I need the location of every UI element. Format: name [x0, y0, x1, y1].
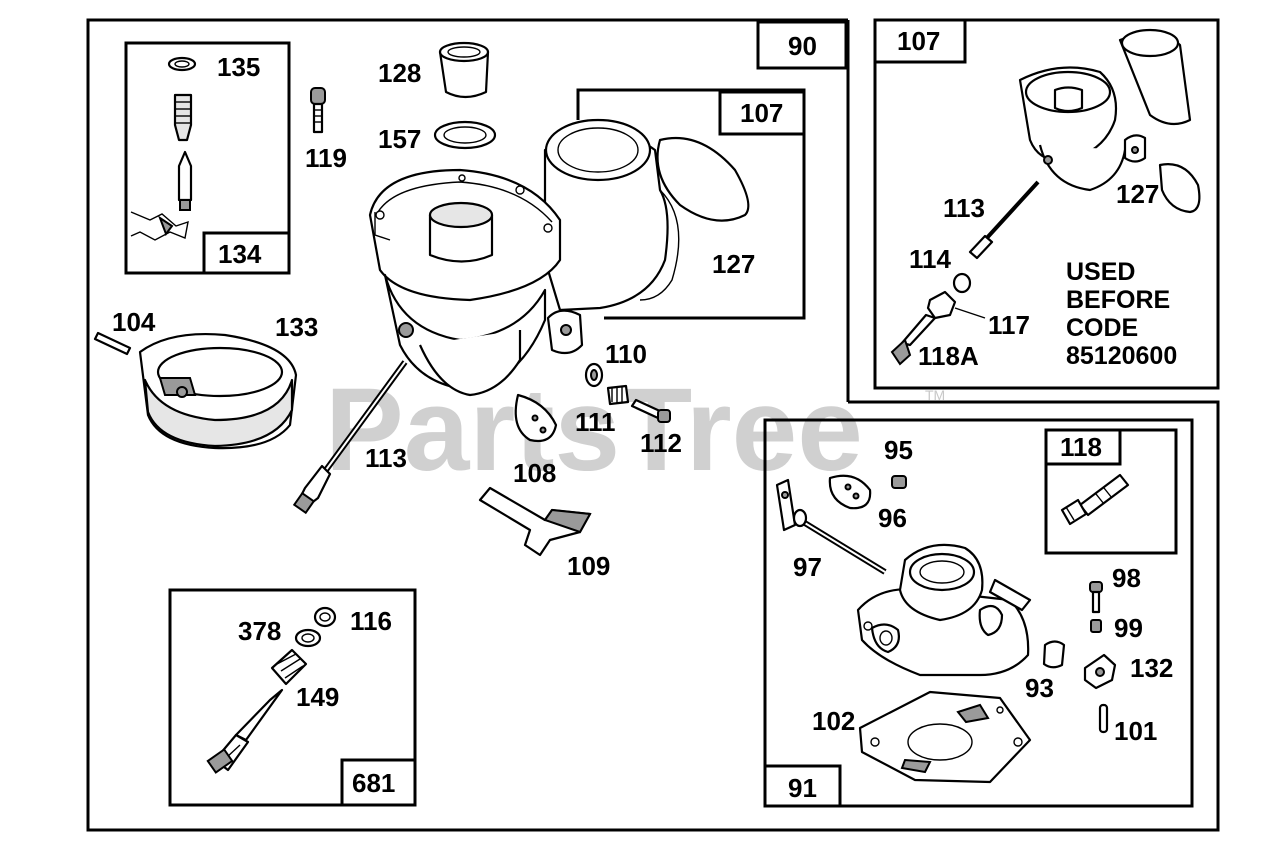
callout-91: 91: [788, 773, 817, 803]
callout-90: 90: [788, 31, 817, 61]
callout-134: 134: [218, 239, 262, 269]
callout-112: 112: [640, 428, 682, 458]
callout-98: 98: [1112, 563, 1141, 593]
gasket-127-b: [1158, 163, 1201, 214]
callout-96: 96: [878, 503, 907, 533]
main-assembly-frame: 90: [86, 18, 850, 832]
inset-681: 681 378 116 149: [168, 588, 417, 807]
callout-135: 135: [217, 52, 260, 82]
watermark-tm: TM: [925, 387, 945, 403]
frame-91: 91 118 95 96 97 98 99: [763, 400, 1220, 832]
inset-107-right: 107 127 113 114 117 118A USED BEFORE COD…: [873, 18, 1220, 390]
callout-113-a: 113: [365, 443, 407, 473]
callout-101: 101: [1114, 716, 1157, 746]
callout-111: 111: [575, 407, 616, 437]
callout-95: 95: [884, 435, 913, 465]
callout-378: 378: [238, 616, 281, 646]
callout-118a: 118A: [918, 341, 979, 371]
note-line-1: USED: [1066, 258, 1135, 286]
float-needle: [177, 150, 193, 202]
float-133: 104 133: [93, 307, 318, 450]
screw-119: [310, 87, 326, 105]
float-fragment: [130, 211, 189, 241]
callout-114: 114: [909, 244, 951, 274]
callout-102: 102: [812, 706, 855, 736]
callout-133: 133: [275, 312, 318, 342]
seal-ring-135: [167, 56, 197, 72]
callout-128: 128: [378, 58, 421, 88]
callout-97: 97: [793, 552, 822, 582]
callout-149: 149: [296, 682, 339, 712]
callout-127-a: 127: [712, 249, 755, 279]
callout-681: 681: [352, 768, 395, 798]
callout-107-a: 107: [740, 98, 783, 128]
note-line-4: 85120600: [1066, 342, 1177, 370]
callout-109: 109: [567, 551, 610, 581]
note-line-3: CODE: [1066, 314, 1138, 342]
gasket-127-a: [656, 136, 750, 222]
callout-104: 104: [112, 307, 156, 337]
parts-top-middle: 128 157 119: [305, 41, 497, 173]
callout-157: 157: [378, 124, 421, 154]
callout-116: 116: [350, 606, 392, 636]
callout-107-b: 107: [897, 26, 940, 56]
inset-134: 134 135: [124, 41, 291, 275]
callout-119: 119: [305, 143, 347, 173]
callout-99: 99: [1114, 613, 1143, 643]
callout-93: 93: [1025, 673, 1054, 703]
inset-107-main: 107 127: [576, 88, 806, 320]
pin-104: [93, 331, 132, 356]
needle-113-main: 113: [292, 360, 408, 515]
callout-110: 110: [605, 339, 647, 369]
callout-117: 117: [988, 310, 1030, 340]
carburetor-body: [368, 118, 680, 397]
callout-132: 132: [1130, 653, 1173, 683]
note-line-2: BEFORE: [1066, 286, 1170, 314]
callout-113-b: 113: [943, 193, 985, 223]
needle-seat: [173, 93, 193, 142]
callout-127-b: 127: [1116, 179, 1159, 209]
small-parts-center: 110 111 112 108 109: [478, 339, 682, 581]
callout-108: 108: [513, 458, 556, 488]
callout-118: 118: [1060, 432, 1102, 462]
gasket-157: [433, 120, 497, 150]
